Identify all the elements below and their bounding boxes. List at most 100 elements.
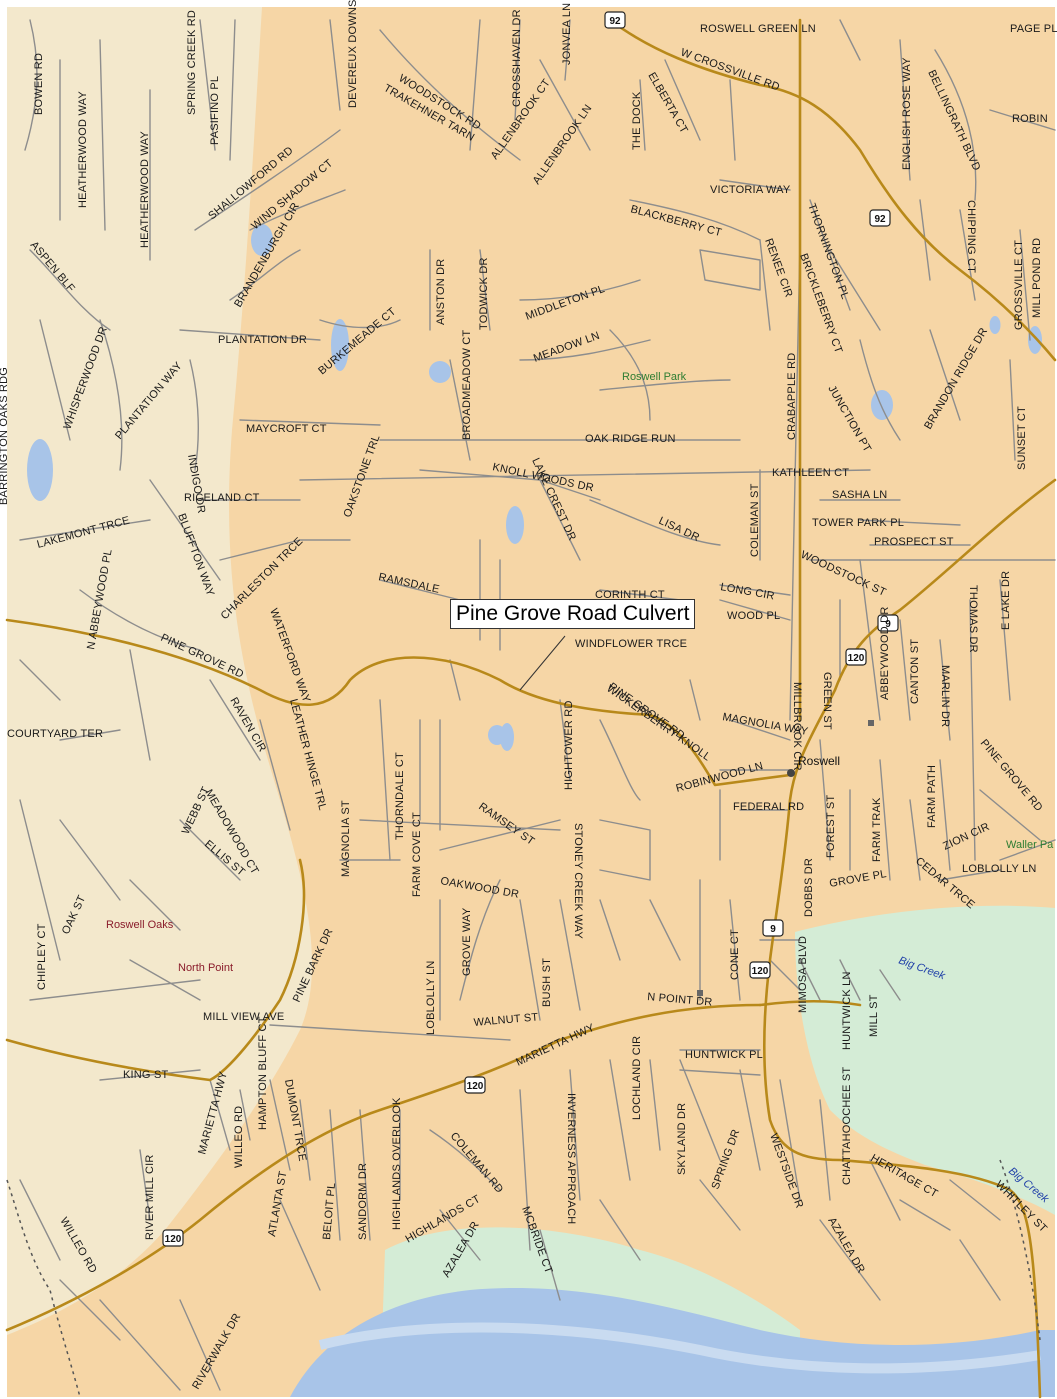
local-street [859,559,881,721]
local-street [819,1099,831,1201]
local-street [519,279,641,301]
local-street [229,19,236,161]
local-street [19,1179,61,1261]
callout-leader-line [519,635,566,691]
street-label: TODWICK DR [478,257,490,330]
local-street [379,579,461,601]
local-street [599,379,731,391]
street-label: OAK RIDGE RUN [585,433,676,445]
street-label: LOBLOLLY LN [425,960,437,1035]
local-street [589,499,721,546]
street-label: PAGE PL [1010,23,1057,35]
local-street [969,599,976,861]
street-label: SANDORM DR [357,1163,369,1240]
street-label: FOREST ST [825,795,837,858]
route-shield-92: 92 [604,11,626,29]
route-shield-120: 120 [162,1229,184,1247]
local-street [839,19,861,61]
local-street [939,869,1001,881]
street-label: PLANTATION DR [218,334,307,346]
street-label: MILL VIEW AVE [203,1011,284,1023]
pond [989,316,1001,334]
local-street [469,19,481,151]
local-street [719,584,791,596]
street-label: ANSTON DR [435,259,447,325]
street-label: BONNIE WAY [0,0,72,3]
street-label: WILLEO RD [233,1106,245,1168]
local-street [559,899,581,1011]
street-label: THE DOCK [631,91,643,150]
culvert-callout-label[interactable]: Pine Grove Road Culvert [450,599,696,629]
county-boundary [6,1179,81,1398]
street-label: E LAKE DR [1000,571,1012,630]
street-label: MILL ST [868,994,880,1037]
street-label: SKYLAND DR [676,1103,688,1175]
local-street [59,729,121,741]
street-label: COLEMAN ST [749,483,761,557]
local-street [879,759,891,881]
place-label: Roswell Oaks [106,919,174,931]
city-point-marker [787,769,795,777]
street-label: HUNTWICK PL [685,1049,763,1061]
local-street [799,959,821,1001]
major-road [5,1003,762,1332]
local-street [179,1299,221,1391]
local-street [819,1219,881,1301]
local-street [259,719,291,831]
street-label: BARRINGTON OAKS RDG [0,367,10,505]
place-label: North Point [178,962,233,974]
street-label: KATHLEEN CT [772,467,849,479]
major-road [5,618,792,787]
street-label: ABBEYWOOD DR [879,607,891,700]
local-street [439,819,561,851]
local-street [539,59,591,151]
local-street [379,699,391,861]
street-label: SPRING CREEK RD [186,10,198,115]
street-label: TOWER PARK PL [812,517,904,529]
local-street [679,1069,761,1076]
pond [27,439,53,501]
local-street [859,339,901,441]
local-street [299,469,871,481]
street-label: WINDFLOWER TRCE [575,638,687,650]
street-label: MILL POND RD [1031,238,1043,318]
local-street [519,339,651,361]
street-label: GROVE WAY [461,907,473,976]
local-street [959,209,976,301]
local-street [199,19,216,151]
poi-marker [868,720,874,726]
street-label: VICTORIA WAY [710,184,791,196]
street-label: HIGHTOWER RD [563,700,575,790]
svg-text:92: 92 [874,214,886,225]
local-street [1009,359,1016,461]
land-areas [7,7,1055,1397]
local-street [459,879,501,1001]
street-label: FARM COVE CT [411,812,423,897]
street-label: ENGLISH ROSE WAY [901,57,913,170]
local-street [599,899,621,961]
local-street [699,1179,741,1231]
local-street [959,1239,1001,1301]
local-street [189,359,199,471]
street-label: SASHA LN [832,489,887,501]
local-street [99,319,123,471]
local-street [999,579,1011,701]
local-street [934,49,977,201]
pond [500,723,514,751]
local-street [599,719,641,801]
local-street [29,979,201,1001]
local-street [729,79,736,161]
local-street [539,1229,561,1301]
local-street [639,79,646,151]
street-label: LOCHLAND CIR [631,1036,643,1120]
pond [251,224,273,256]
street-label: HEATHERWOOD WAY [77,91,89,208]
park-label: Roswell Park [622,371,687,383]
county-boundary [999,1159,1041,1341]
local-street [739,1069,761,1171]
local-street [179,819,241,881]
street-network [19,19,1056,1391]
svg-text:120: 120 [165,1234,182,1245]
